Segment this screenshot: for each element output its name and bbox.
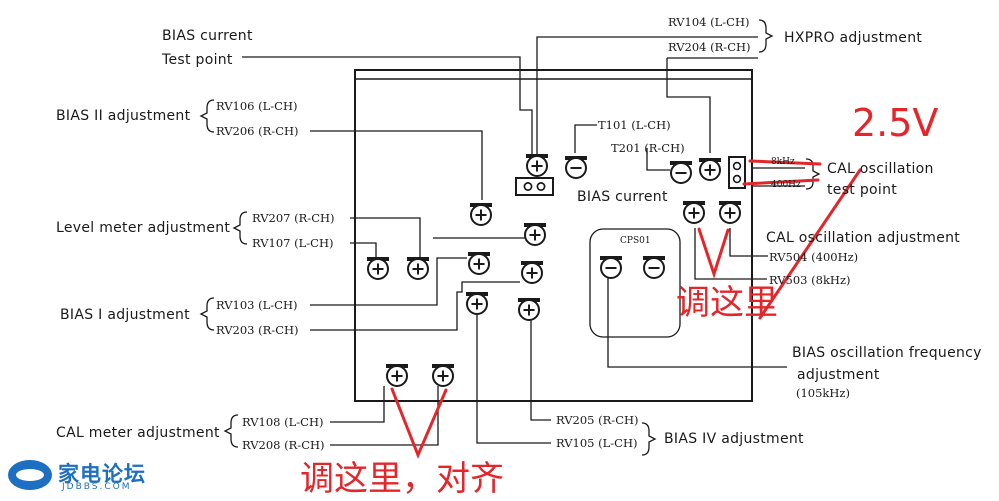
forum-logo-icon [8, 460, 52, 490]
label-t101: T101 (L-CH) [598, 118, 671, 132]
chassis-outline [354, 69, 753, 402]
label-level-meter-adjustment: Level meter adjustment [56, 220, 231, 236]
label-rv206: RV206 (R-CH) [216, 124, 299, 138]
label-rv205: RV205 (R-CH) [556, 413, 639, 427]
label-bias-current-tp-line2: Test point [162, 52, 233, 68]
label-cps01: CPS01 [620, 236, 651, 246]
label-rv105: RV105 (L-CH) [556, 436, 638, 450]
label-rv208: RV208 (R-CH) [242, 438, 325, 452]
label-t201: T201 (R-CH) [611, 141, 685, 155]
label-bias1-adjustment: BIAS I adjustment [60, 307, 190, 323]
label-hxpro-adjustment: HXPRO adjustment [784, 30, 923, 46]
forum-site: JDBBS.COM [62, 482, 132, 492]
forum-name: 家电论坛 [58, 462, 146, 486]
label-rv504: RV504 (400Hz) [769, 250, 859, 264]
label-freq-400hz: 400Hz [771, 180, 801, 190]
label-bias-osc-freq-line2: adjustment [797, 367, 880, 383]
label-cal-osc-tp-line2: test point [827, 182, 898, 198]
label-bias4-adjustment: BIAS IV adjustment [664, 431, 804, 447]
leader-lines [242, 36, 805, 446]
label-bias-osc-freq-line1: BIAS oscillation frequency [792, 345, 982, 361]
label-cal-meter-adjustment: CAL meter adjustment [56, 425, 220, 441]
label-rv103: RV103 (L-CH) [216, 298, 298, 312]
test-points [515, 156, 746, 196]
label-cal-osc-adjustment: CAL oscillation adjustment [766, 230, 961, 246]
label-rv104: RV104 (L-CH) [668, 15, 750, 29]
label-rv106: RV106 (L-CH) [216, 99, 298, 113]
label-rv503: RV503 (8kHz) [769, 273, 851, 287]
red-markup [390, 159, 862, 459]
label-rv204: RV204 (R-CH) [668, 40, 751, 54]
annotation-voltage: 2.5V [852, 101, 939, 145]
label-rv207: RV207 (R-CH) [252, 211, 335, 225]
label-braces [199, 19, 821, 456]
label-bias-current-tp-line1: BIAS current [162, 28, 253, 44]
label-bias-osc-freq-line3: (105kHz) [796, 386, 850, 400]
label-freq-8khz: 8kHz [771, 157, 795, 167]
label-rv107: RV107 (L-CH) [252, 236, 334, 250]
annotation-adjust-here: 调这里 [676, 283, 778, 323]
label-rv203: RV203 (R-CH) [216, 323, 299, 337]
forum-watermark: 家电论坛 JDBBS.COM [8, 458, 148, 494]
annotation-adjust-here-align: 调这里，对齐 [300, 459, 504, 499]
label-bias2-adjustment: BIAS II adjustment [56, 108, 191, 124]
label-bias-current: BIAS current [577, 189, 668, 205]
label-cal-osc-tp-line1: CAL oscillation [827, 161, 934, 177]
label-rv108: RV108 (L-CH) [242, 415, 324, 429]
